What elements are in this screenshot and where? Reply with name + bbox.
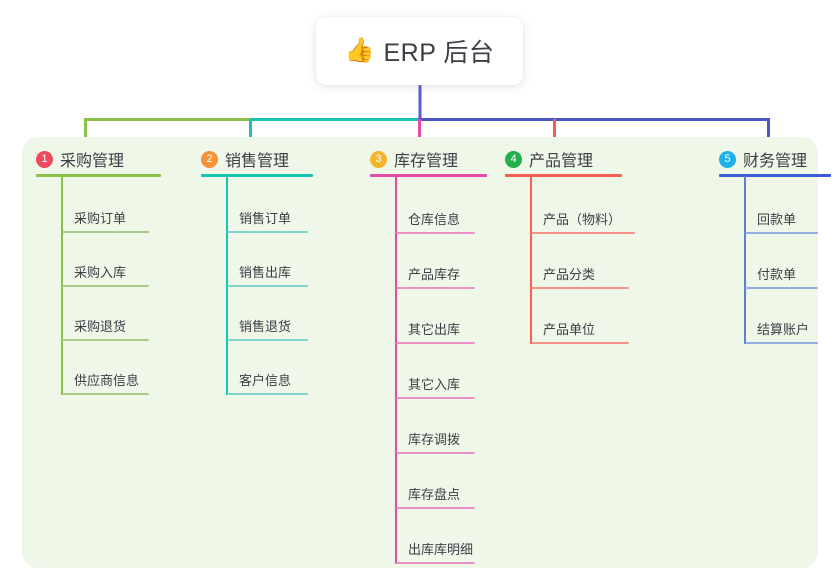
- leaf-label: 付款单: [757, 267, 797, 282]
- leaf-item[interactable]: 客户信息: [227, 365, 308, 395]
- column-badge-4: 4: [505, 150, 522, 168]
- leaf-label: 客户信息: [239, 373, 292, 388]
- leaf-rule: [396, 562, 475, 564]
- leaf-label: 回款单: [757, 212, 797, 227]
- root-title: ERP 后台: [383, 39, 495, 67]
- leaf-rule: [396, 397, 475, 399]
- leaf-item[interactable]: 回款单: [745, 204, 818, 234]
- leaf-label: 产品（物料）: [543, 212, 622, 227]
- column-badge-1: 1: [36, 150, 53, 168]
- leaf-label: 库存盘点: [408, 487, 461, 502]
- leaf-label: 采购退货: [74, 319, 127, 334]
- leaf-rule: [745, 342, 818, 344]
- leaf-item[interactable]: 产品（物料）: [531, 204, 635, 234]
- column-title: 采购管理: [60, 153, 125, 170]
- leaf-rule: [531, 287, 629, 289]
- diagram-panel: [22, 137, 818, 568]
- leaf-label: 其它出库: [408, 322, 461, 337]
- leaf-label: 产品库存: [408, 267, 461, 282]
- column-spine: [395, 176, 397, 564]
- leaf-label: 仓库信息: [408, 212, 461, 227]
- leaf-rule: [396, 287, 475, 289]
- leaf-rule: [62, 393, 149, 395]
- leaf-label: 库存调拨: [408, 432, 461, 447]
- leaf-item[interactable]: 产品分类: [531, 259, 629, 289]
- leaf-item[interactable]: 其它出库: [396, 314, 475, 344]
- leaf-rule: [531, 342, 629, 344]
- leaf-label: 产品单位: [543, 322, 596, 337]
- column-spine: [530, 176, 532, 344]
- column-header-rule: [201, 174, 313, 177]
- leaf-label: 采购入库: [74, 265, 127, 280]
- leaf-item[interactable]: 销售出库: [227, 257, 308, 287]
- column-header-rule: [36, 174, 161, 177]
- leaf-item[interactable]: 其它入库: [396, 369, 475, 399]
- column-badge-5: 5: [719, 150, 736, 168]
- leaf-rule: [227, 393, 308, 395]
- column-header-rule: [505, 174, 622, 177]
- root-node[interactable]: 👍 ERP 后台: [316, 17, 523, 85]
- column-header-rule: [370, 174, 487, 177]
- leaf-item[interactable]: 产品单位: [531, 314, 629, 344]
- column-title: 销售管理: [225, 153, 290, 170]
- leaf-label: 结算账户: [757, 322, 810, 337]
- leaf-item[interactable]: 采购订单: [62, 203, 149, 233]
- column-title: 库存管理: [394, 153, 459, 170]
- column-header-2[interactable]: 2 销售管理: [201, 147, 289, 171]
- column-container: 1 采购管理采购订单采购入库采购退货供应商信息 2 销售管理销售订单销售出库销售退货客…: [22, 137, 831, 568]
- leaf-rule: [227, 231, 308, 233]
- leaf-label: 产品分类: [543, 267, 596, 282]
- leaf-item[interactable]: 库存盘点: [396, 479, 475, 509]
- leaf-item[interactable]: 仓库信息: [396, 204, 475, 234]
- leaf-rule: [396, 452, 475, 454]
- leaf-rule: [227, 339, 308, 341]
- root-node-content: 👍 ERP 后台: [345, 33, 495, 69]
- leaf-rule: [227, 285, 308, 287]
- leaf-item[interactable]: 销售退货: [227, 311, 308, 341]
- leaf-rule: [745, 232, 818, 234]
- leaf-rule: [62, 339, 149, 341]
- leaf-item[interactable]: 结算账户: [745, 314, 818, 344]
- leaf-item[interactable]: 产品库存: [396, 259, 475, 289]
- column-header-4[interactable]: 4 产品管理: [505, 147, 593, 171]
- column-badge-3: 3: [370, 150, 387, 168]
- leaf-item[interactable]: 库存调拨: [396, 424, 475, 454]
- leaf-item[interactable]: 销售订单: [227, 203, 308, 233]
- leaf-label: 销售订单: [239, 211, 292, 226]
- leaf-rule: [531, 232, 635, 234]
- leaf-label: 供应商信息: [74, 373, 140, 388]
- column-header-3[interactable]: 3 库存管理: [370, 147, 458, 171]
- thumbs-up-icon: 👍: [344, 37, 375, 64]
- leaf-rule: [396, 232, 475, 234]
- leaf-rule: [745, 287, 818, 289]
- leaf-rule: [396, 342, 475, 344]
- leaf-item[interactable]: 出库库明细: [396, 534, 475, 564]
- leaf-label: 采购订单: [74, 211, 127, 226]
- leaf-rule: [62, 231, 149, 233]
- leaf-label: 销售出库: [239, 265, 292, 280]
- leaf-item[interactable]: 采购退货: [62, 311, 149, 341]
- leaf-label: 其它入库: [408, 377, 461, 392]
- column-header-1[interactable]: 1 采购管理: [36, 147, 124, 171]
- leaf-rule: [396, 507, 475, 509]
- leaf-label: 出库库明细: [408, 542, 474, 557]
- leaf-rule: [62, 285, 149, 287]
- leaf-item[interactable]: 采购入库: [62, 257, 149, 287]
- column-spine: [744, 176, 746, 344]
- leaf-item[interactable]: 付款单: [745, 259, 818, 289]
- column-title: 产品管理: [529, 153, 594, 170]
- leaf-label: 销售退货: [239, 319, 292, 334]
- column-title: 财务管理: [743, 153, 808, 170]
- column-header-rule: [719, 174, 831, 177]
- column-header-5[interactable]: 5 财务管理: [719, 147, 807, 171]
- column-badge-2: 2: [201, 150, 218, 168]
- leaf-item[interactable]: 供应商信息: [62, 365, 149, 395]
